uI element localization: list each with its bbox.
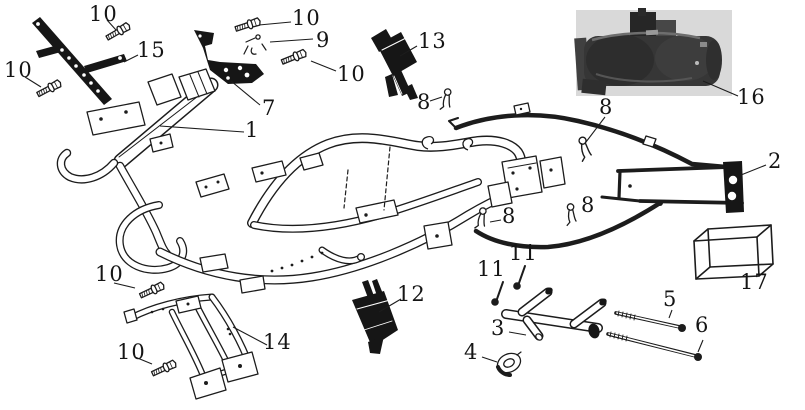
- rubber-mount-13-drawing: [371, 29, 418, 100]
- leader-lines: [24, 19, 767, 365]
- part-label-10: 10: [337, 62, 366, 86]
- part-label-9: 9: [316, 28, 331, 52]
- bolts-11-drawing: [491, 265, 526, 306]
- part-label-11: 11: [477, 257, 506, 281]
- part-label-16: 16: [737, 85, 766, 109]
- part-label-1: 1: [245, 118, 260, 142]
- part-label-10: 10: [95, 262, 124, 286]
- part-label-7: 7: [262, 96, 277, 120]
- part-label-15: 15: [137, 38, 166, 62]
- ring-4-drawing: [496, 351, 522, 377]
- part-label-10: 10: [4, 58, 33, 82]
- part-label-12: 12: [397, 282, 426, 306]
- cross-bracket-15-drawing: [32, 17, 127, 105]
- part-label-10: 10: [89, 2, 118, 26]
- rubber-mount-12-drawing: [352, 279, 398, 354]
- part-label-13: 13: [418, 29, 447, 53]
- part-label-3: 3: [491, 316, 506, 340]
- part-label-10: 10: [292, 6, 321, 30]
- part-label-10: 10: [117, 340, 146, 364]
- main-frame-drawing: [61, 68, 566, 294]
- part-label-2: 2: [768, 149, 783, 173]
- bolt-5-drawing: [614, 310, 686, 332]
- subframe-14-drawing: [123, 296, 259, 400]
- part-label-8: 8: [417, 90, 432, 114]
- part-label-6: 6: [695, 313, 710, 337]
- part-label-8: 8: [581, 193, 596, 217]
- bolt-6-drawing: [606, 331, 702, 361]
- part-label-5: 5: [663, 287, 678, 311]
- bracket-7-drawing: [194, 30, 264, 84]
- fender-photo: [574, 8, 732, 96]
- part-label-8: 8: [502, 204, 517, 228]
- box-17-drawing: [693, 224, 774, 280]
- part-label-14: 14: [263, 330, 292, 354]
- rear-subframe-drawing: [448, 102, 744, 250]
- engine-mount-3-drawing: [506, 287, 607, 341]
- part-label-17: 17: [740, 270, 769, 294]
- fastener-9-drawing: [243, 34, 267, 55]
- part-label-11: 11: [509, 241, 538, 265]
- part-label-8: 8: [599, 95, 614, 119]
- part-label-4: 4: [464, 340, 479, 364]
